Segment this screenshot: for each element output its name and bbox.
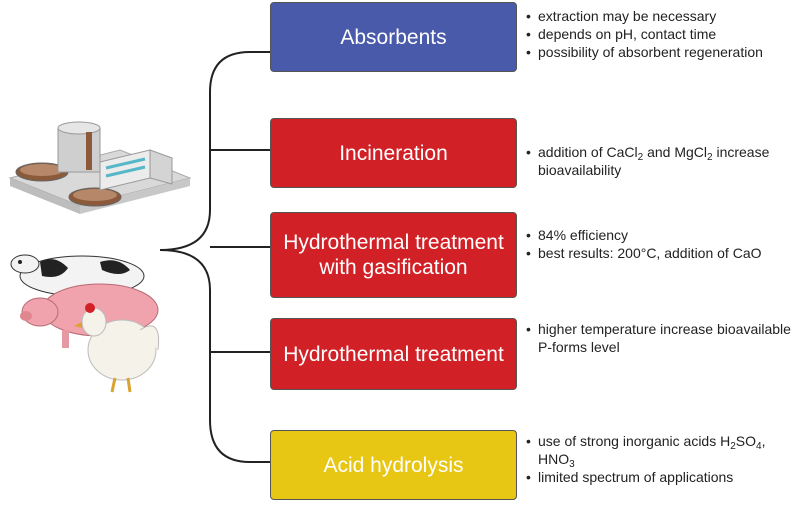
note-item: 84% efficiency (526, 226, 800, 244)
notes-absorbents: extraction may be necessary depends on p… (526, 7, 800, 61)
notes-acid-hydrolysis: use of strong inorganic acids H2SO4, HNO… (526, 432, 800, 486)
method-box-incineration: Incineration (270, 118, 517, 188)
method-box-acid-hydrolysis: Acid hydrolysis (270, 430, 517, 500)
method-label: Incineration (339, 141, 448, 165)
method-label: Absorbents (340, 25, 447, 49)
notes-incineration: addition of CaCl2 and MgCl2 increase bio… (526, 143, 800, 179)
bracket-connector (159, 51, 270, 463)
note-item: limited spectrum of applications (526, 468, 800, 486)
notes-hydrothermal-gasification: 84% efficiency best results: 200°C, addi… (526, 226, 800, 262)
note-item: possibility of absorbent regeneration (526, 43, 800, 61)
note-item: depends on pH, contact time (526, 25, 800, 43)
note-item: addition of CaCl2 and MgCl2 increase bio… (526, 143, 800, 179)
method-box-hydrothermal-gasification: Hydrothermal treatment with gasification (270, 212, 517, 298)
method-label: Hydrothermal treatment with gasification (283, 231, 504, 279)
note-item: best results: 200°C, addition of CaO (526, 244, 800, 262)
method-label: Hydrothermal treatment (283, 342, 504, 366)
note-item: extraction may be necessary (526, 7, 800, 25)
method-label: Acid hydrolysis (323, 453, 464, 477)
note-item: use of strong inorganic acids H2SO4, HNO… (526, 432, 800, 470)
livestock-icon (10, 254, 160, 393)
method-box-absorbents: Absorbents (270, 2, 517, 72)
note-item: higher temperature increase bioavailable… (526, 320, 800, 356)
method-box-hydrothermal: Hydrothermal treatment (270, 318, 517, 390)
notes-hydrothermal: higher temperature increase bioavailable… (526, 320, 800, 356)
treatment-plant-icon (8, 121, 192, 214)
